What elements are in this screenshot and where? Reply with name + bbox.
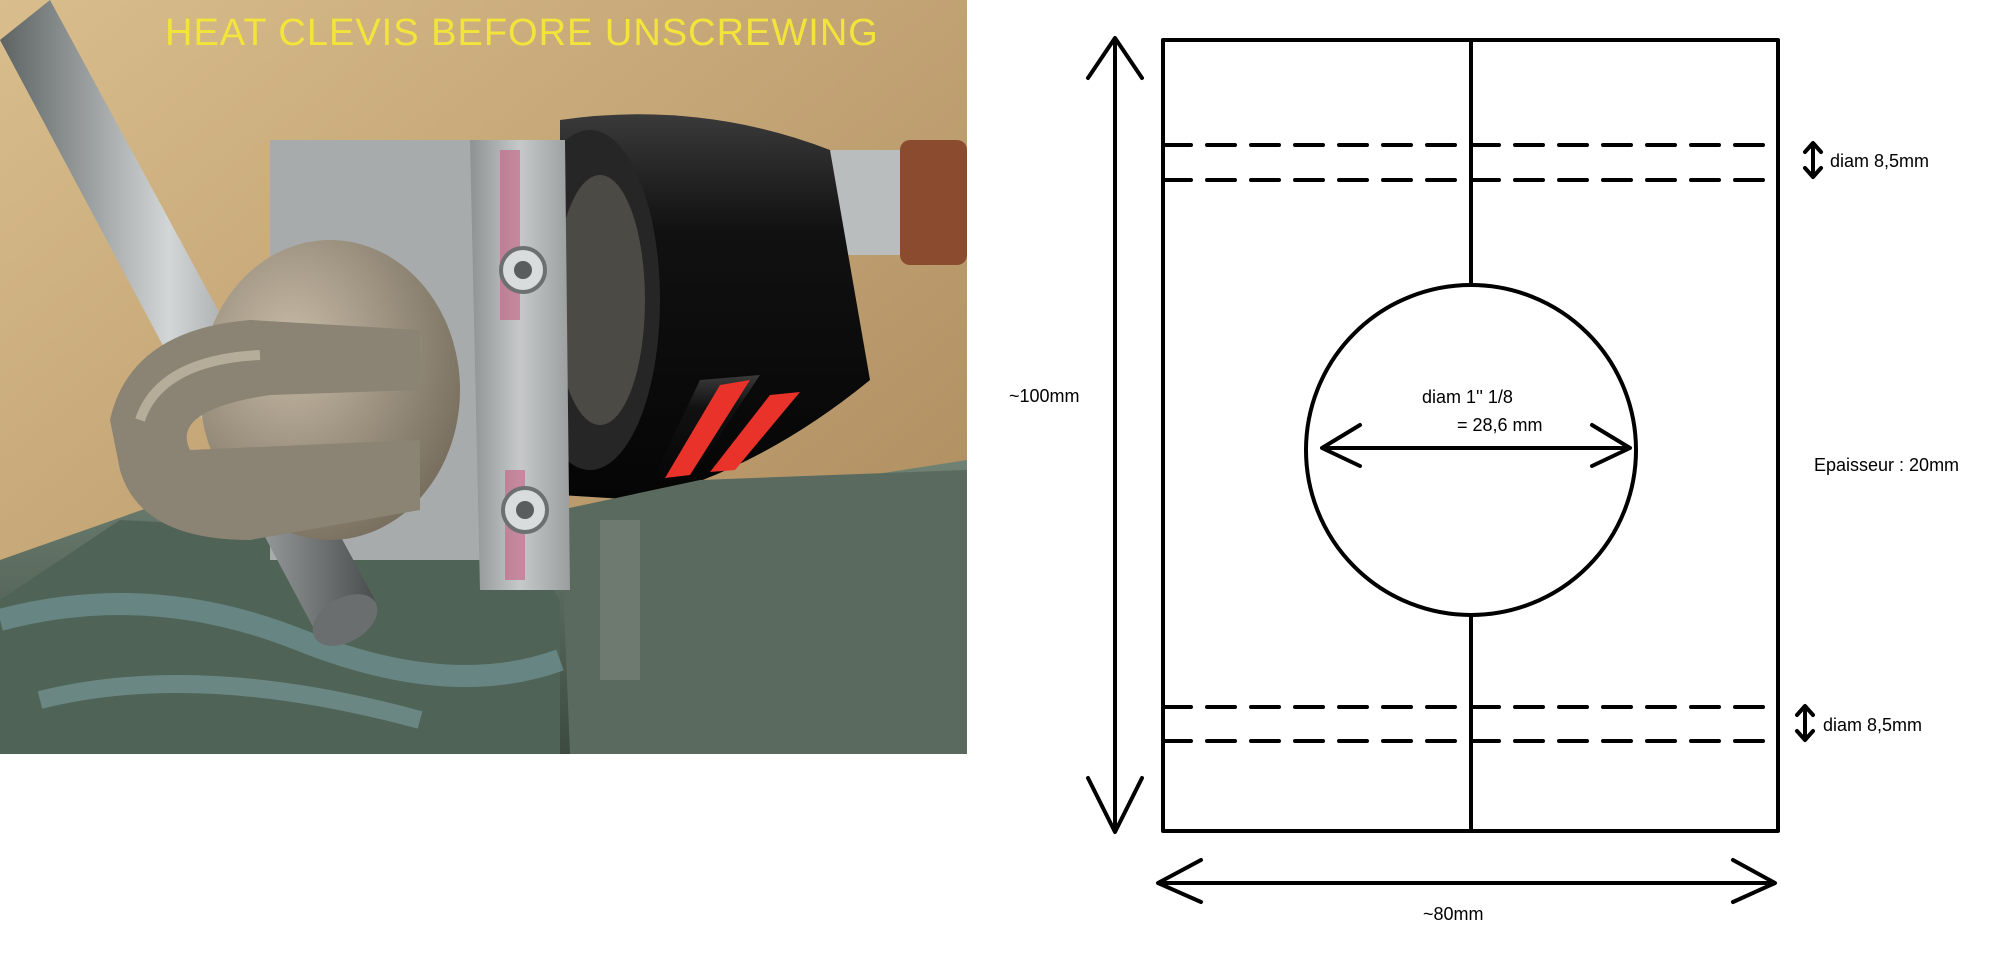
top-hole-label: diam 8,5mm <box>1830 151 1929 171</box>
thickness-label: Epaisseur : 20mm <box>1814 455 1959 475</box>
circle-label-line1: diam 1'' 1/8 <box>1422 387 1513 407</box>
width-label: ~80mm <box>1423 904 1484 924</box>
bore-circle <box>1304 283 1638 617</box>
red-stripe-1 <box>665 380 750 478</box>
photo-caption: HEAT CLEVIS BEFORE UNSCREWING <box>165 12 879 54</box>
vise-jaw-right <box>560 470 967 754</box>
height-arrow-head-top <box>1086 36 1144 80</box>
circle-arrow-head-right <box>1590 423 1632 468</box>
circle-label-line2: = 28,6 mm <box>1457 415 1543 435</box>
width-arrow-head-right <box>1731 858 1777 904</box>
red-stripe-2 <box>710 392 800 472</box>
height-label: ~100mm <box>1009 386 1080 406</box>
bottom-hole-label: diam 8,5mm <box>1823 715 1922 735</box>
height-arrow-head-bottom <box>1086 776 1144 834</box>
width-arrow-head-left <box>1156 858 1203 904</box>
technical-drawing: ~100mm ~80mm diam 8,5mm diam 8,5mm diam … <box>967 0 1989 959</box>
aluminium-block-front <box>470 140 570 590</box>
circle-arrow-head-left <box>1320 423 1362 468</box>
clevis-photo: HEAT CLEVIS BEFORE UNSCREWING <box>0 0 967 754</box>
